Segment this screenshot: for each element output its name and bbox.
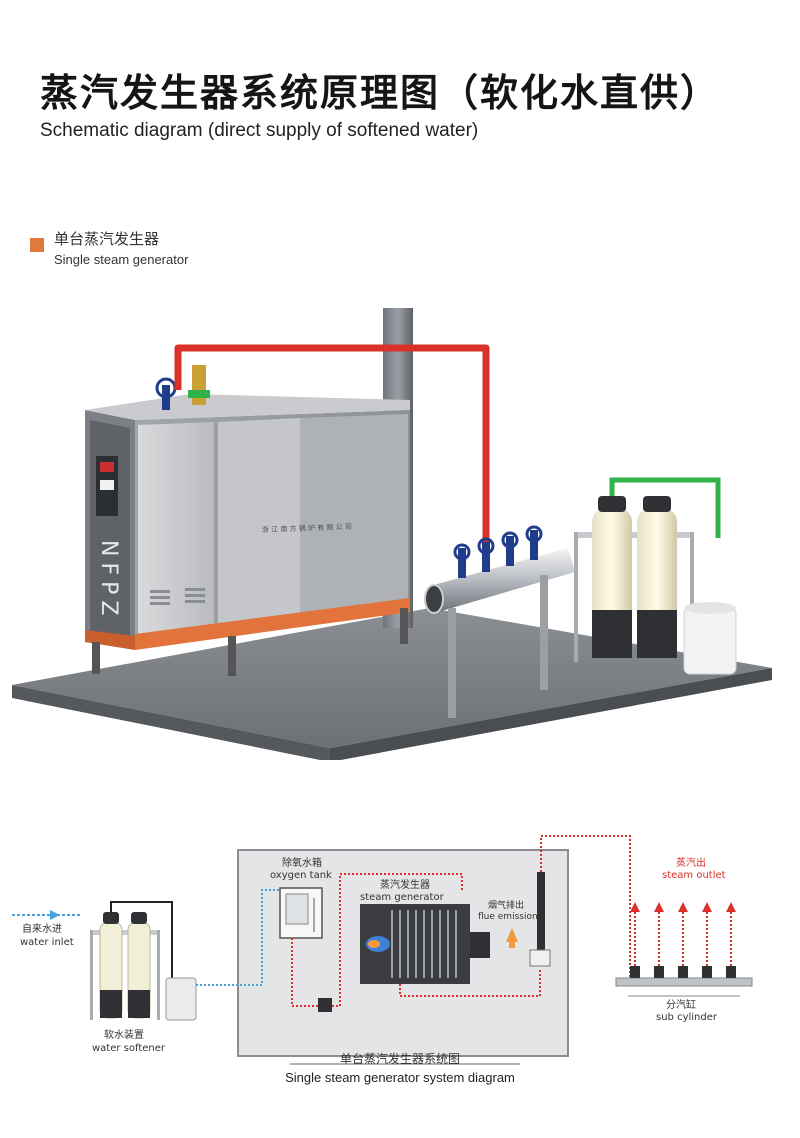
steam-arrow xyxy=(726,902,736,912)
page-subtitle: Schematic diagram (direct supply of soft… xyxy=(40,120,479,141)
steam-arrow xyxy=(702,902,712,912)
water-inlet-label-en: water inlet xyxy=(20,937,74,948)
system-schematic: 自来水进 water inlet 软水装置 water softener 除氧水… xyxy=(12,835,753,1065)
header-pipe xyxy=(430,548,575,612)
section-marker xyxy=(30,238,44,252)
feed-pump xyxy=(318,998,332,1012)
section-label-cn: 单台蒸汽发生器 xyxy=(54,230,160,248)
flue-emission-label-cn: 烟气排出 xyxy=(488,899,524,911)
page-title: 蒸汽发生器系统原理图（软化水直供） xyxy=(40,71,721,115)
brand-logo: NFPZ xyxy=(96,540,121,621)
steam-main-line xyxy=(540,835,631,980)
brine-tank xyxy=(683,607,737,675)
feed-water-line xyxy=(332,873,463,1007)
section-label-en: Single steam generator xyxy=(54,252,189,267)
softened-water-line xyxy=(196,889,280,986)
steam-outlet-label-en: steam outlet xyxy=(662,870,726,881)
oxygen-tank-label-cn: 除氧水箱 xyxy=(282,856,322,869)
steam-pipe-red xyxy=(174,344,490,548)
boiler-orange-base xyxy=(135,598,410,650)
steam-arrow xyxy=(678,902,688,912)
steam-arrow xyxy=(630,902,640,912)
sub-cylinder xyxy=(615,977,753,987)
diagram-caption-cn: 单台蒸汽发生器系统图 xyxy=(339,1052,460,1066)
steam-riser xyxy=(537,872,545,950)
diagram-caption-en: Single steam generator system diagram xyxy=(285,1070,515,1085)
sub-cylinder-label-en: sub cylinder xyxy=(656,1012,718,1023)
water-softener-label-cn: 软水装置 xyxy=(104,1028,144,1041)
steam-outlet-label-cn: 蒸汽出 xyxy=(676,856,706,869)
steam-generator-label-cn: 蒸汽发生器 xyxy=(380,878,430,891)
flue-emission-label-en: flue emission xyxy=(478,912,538,922)
sub-cylinder-label-cn: 分汽缸 xyxy=(666,998,696,1011)
nameplate-text: 浙 江 南 方 锅 炉 有 限 公 司 xyxy=(262,522,352,534)
oxygen-tank-label-en: oxygen tank xyxy=(270,870,332,881)
steam-generator-rendering: NFPZ 浙 江 南 方 锅 炉 有 限 公 司 xyxy=(12,308,772,760)
steam-generator-unit xyxy=(360,904,490,984)
floor-platform xyxy=(12,608,772,748)
steam-generator-label-en: steam generator xyxy=(360,892,445,903)
oxygen-tank xyxy=(279,887,323,939)
water-softener-unit xyxy=(90,901,197,1021)
water-softener-label-en: water softener xyxy=(92,1043,166,1054)
steam-arrow xyxy=(654,902,664,912)
water-inlet-label-cn: 自来水进 xyxy=(22,922,62,935)
